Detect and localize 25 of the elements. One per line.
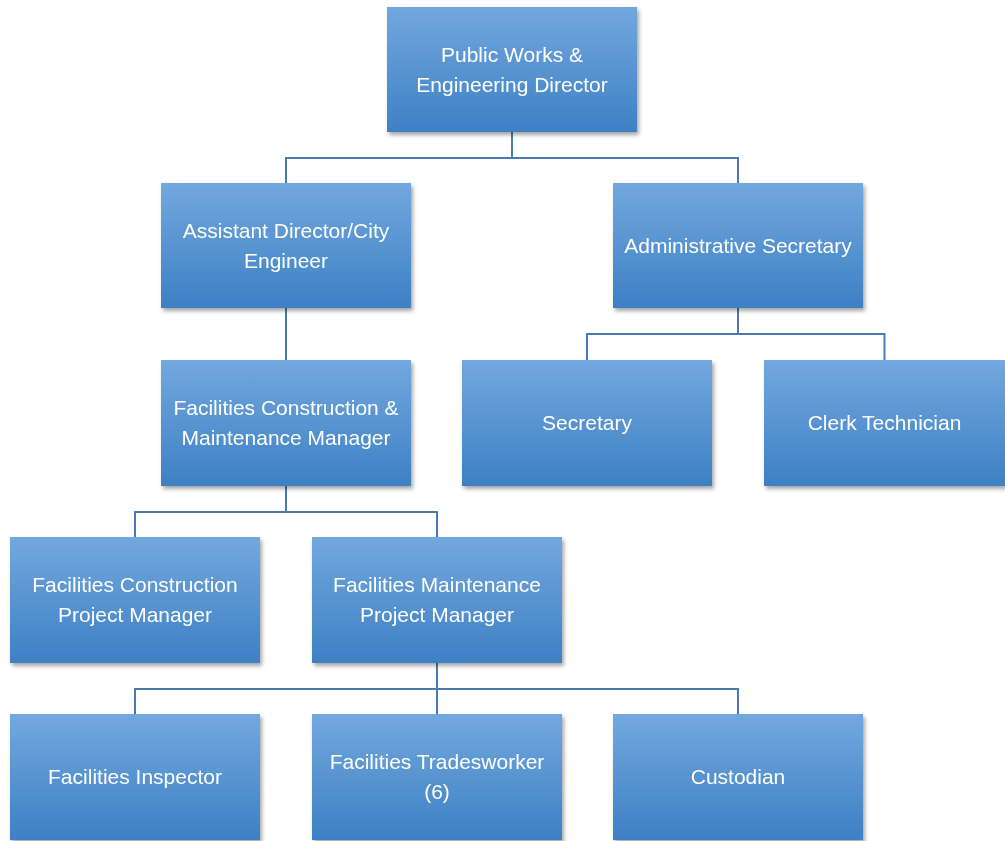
position-box [462,360,712,486]
position-box [10,714,260,840]
position-box [312,714,562,840]
position-title: Facilities Inspector [48,764,222,790]
position-title: Custodian [690,764,786,790]
position-box [387,7,637,132]
position-box [161,360,411,486]
position-box [161,183,411,308]
position-title: Assistant Director/City Engineer [181,217,391,274]
position-title: Facilities Construction & Maintenance Manager [172,395,400,451]
position-box [312,537,562,663]
position-box [613,714,863,840]
position-title: Secretary [542,410,632,436]
position-title: Facilities Maintenance Project Manager [332,572,542,628]
position-title: Administrative Secretary [624,232,852,259]
position-box [764,360,1005,486]
position-title: Public Works & Engineering Director [415,41,609,98]
position-title: Facilities Tradesworker (6) [328,749,546,805]
position-title: Facilities Construction Project Manager [31,572,239,628]
connector-line [737,307,886,361]
position-box [613,183,863,308]
connector-line [285,307,287,361]
position-title: Clerk Technician [807,410,962,436]
position-box [10,537,260,663]
connector-line [436,662,739,715]
